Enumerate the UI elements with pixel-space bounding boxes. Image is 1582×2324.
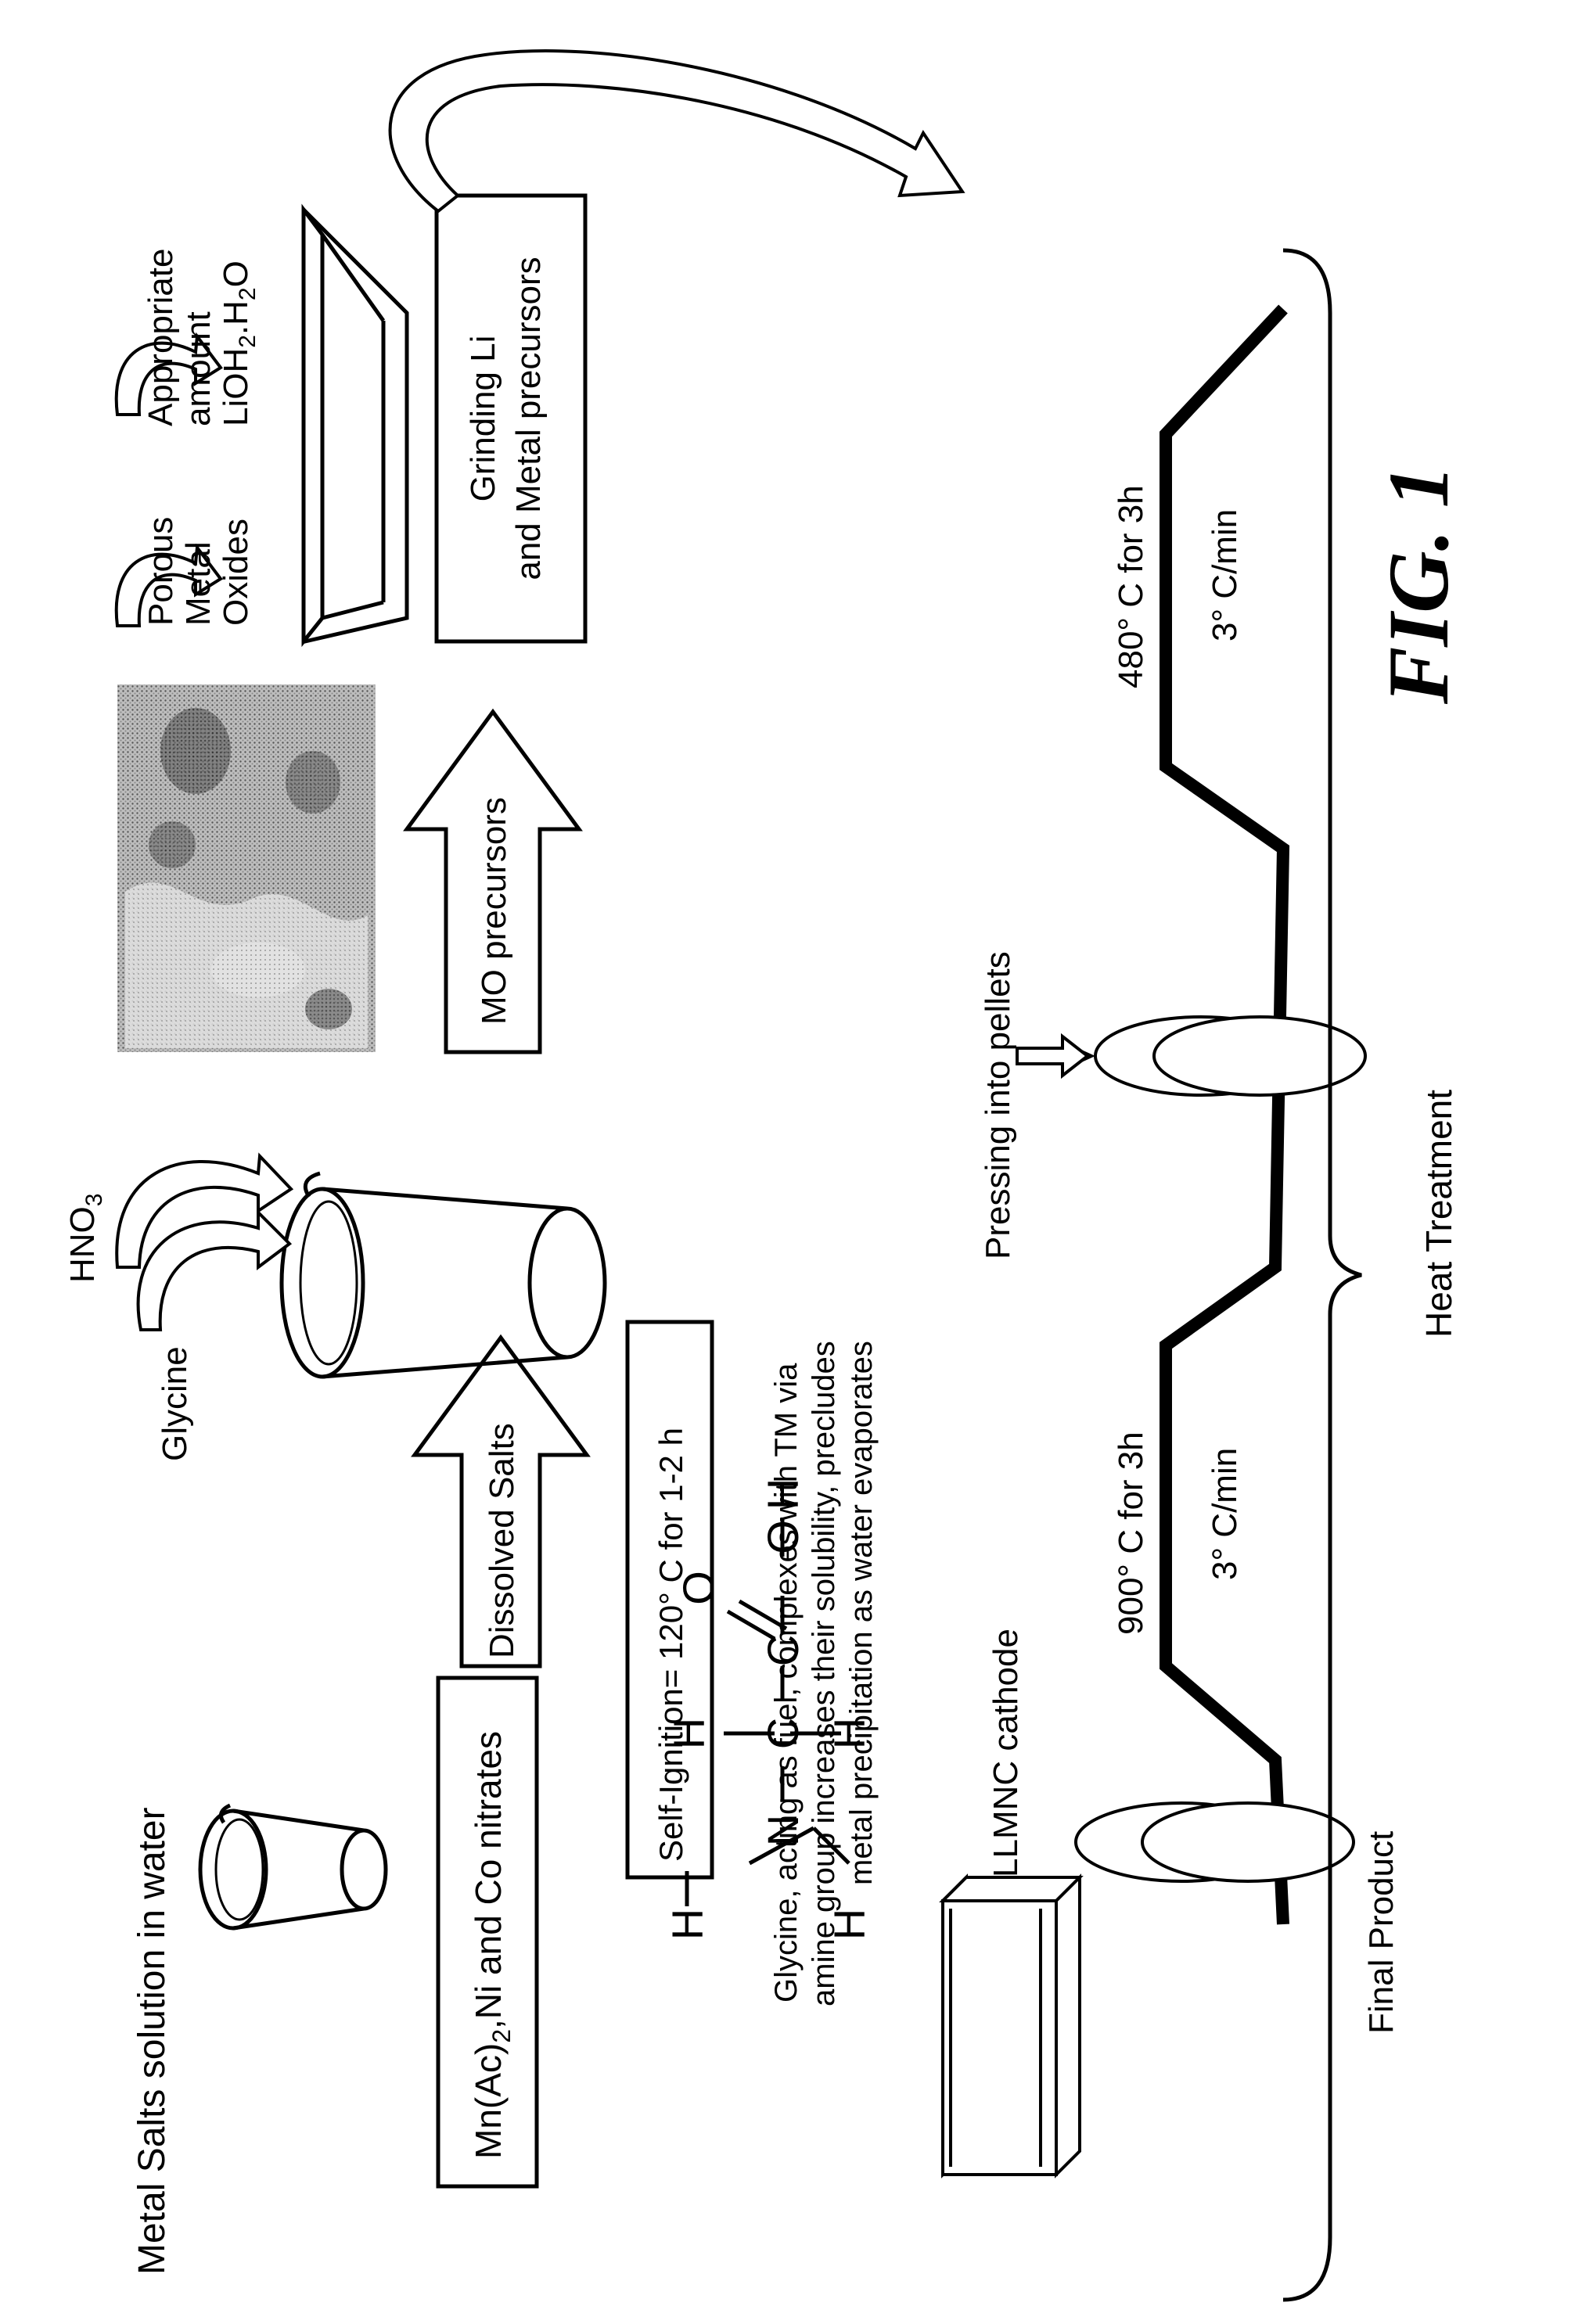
final-product-label: Final Product xyxy=(1362,1831,1400,2034)
atom-h5: H xyxy=(758,1478,807,1510)
reagent-arrows xyxy=(117,1156,291,1330)
temp-900: 900° C for 3h xyxy=(1112,1431,1150,1635)
lioh-line-1: Appropriate xyxy=(142,249,180,426)
nitrates-box: Mn(Ac)2,Ni and Co nitrates xyxy=(438,1678,537,2186)
atom-h3: H xyxy=(664,1718,714,1749)
grinding-line-1: Grinding Li xyxy=(464,336,502,502)
atom-h1: H xyxy=(663,1909,712,1940)
pellets-final xyxy=(1076,1803,1354,1881)
lioh-label: Appropriate amount LiOH2.H2O xyxy=(142,249,261,426)
glycine-note-line-1: Glycine, acting as fuel, complexes with … xyxy=(769,1363,804,2003)
grinding-mortar xyxy=(304,210,407,641)
pressing-label: Pressing into pellets xyxy=(979,951,1017,1259)
sem-micrograph xyxy=(117,684,376,1052)
rate-480: 3° C/min xyxy=(1206,509,1244,641)
nitrates-box-label: Mn(Ac)2,Ni and Co nitrates xyxy=(468,1731,516,2159)
mo-precursors-arrow: MO precursors xyxy=(407,712,579,1052)
pellets-pressed xyxy=(1095,1017,1365,1095)
cathode-bar xyxy=(943,1877,1080,2175)
dissolved-salts-label: Dissolved Salts xyxy=(483,1423,521,1658)
porous-line-3: Oxides xyxy=(217,519,255,626)
mo-precursors-label: MO precursors xyxy=(475,797,513,1025)
grinding-box: Grinding Li and Metal precursors xyxy=(437,196,585,641)
beaker-large xyxy=(282,1173,605,1377)
temp-480: 480° C for 3h xyxy=(1112,485,1150,688)
pressing-arrow xyxy=(1017,1036,1091,1076)
glycine-note-line-2: amine group increases their solubility, … xyxy=(807,1341,841,2006)
heat-treatment-label: Heat Treatment xyxy=(1418,1090,1459,1338)
porous-line-2: Metal xyxy=(179,541,218,626)
self-ignition-label: Self-Ignition= 120° C for 1-2 h xyxy=(653,1428,689,1862)
atom-o1: O xyxy=(674,1571,723,1605)
lioh-line-2: amount xyxy=(179,311,218,426)
heat-bracket xyxy=(1283,250,1361,2300)
rate-900: 3° C/min xyxy=(1206,1448,1244,1580)
hno3-label: HNO3 xyxy=(63,1194,107,1283)
atom-n: N xyxy=(758,1815,807,1846)
metal-salts-label: Metal Salts solution in water xyxy=(131,1807,173,2275)
atom-h2: H xyxy=(825,1909,874,1940)
glycine-label: Glycine xyxy=(156,1346,194,1461)
lioh-line-3: LiOH2.H2O xyxy=(217,260,261,426)
porous-line-1: Porous xyxy=(142,517,180,626)
porous-oxides-label: Porous Metal Oxides xyxy=(142,517,255,626)
figure-caption: FIG. 1 xyxy=(1371,465,1466,705)
glycine-note-line-3: metal precipitation as water evaporates xyxy=(844,1341,879,1885)
transfer-arrow xyxy=(390,51,962,211)
glycine-note: Glycine, acting as fuel, complexes with … xyxy=(769,1341,879,2006)
dissolved-salts-arrow: Dissolved Salts xyxy=(415,1338,587,1666)
atom-o2: O xyxy=(758,1520,807,1554)
cathode-label: LLMNC cathode xyxy=(987,1629,1025,1877)
beaker-small xyxy=(200,1805,386,1928)
grinding-line-2: and Metal precursors xyxy=(509,257,548,580)
atom-h4: H xyxy=(825,1718,874,1749)
atom-c1: C xyxy=(758,1718,807,1749)
atom-c2: C xyxy=(758,1635,807,1666)
